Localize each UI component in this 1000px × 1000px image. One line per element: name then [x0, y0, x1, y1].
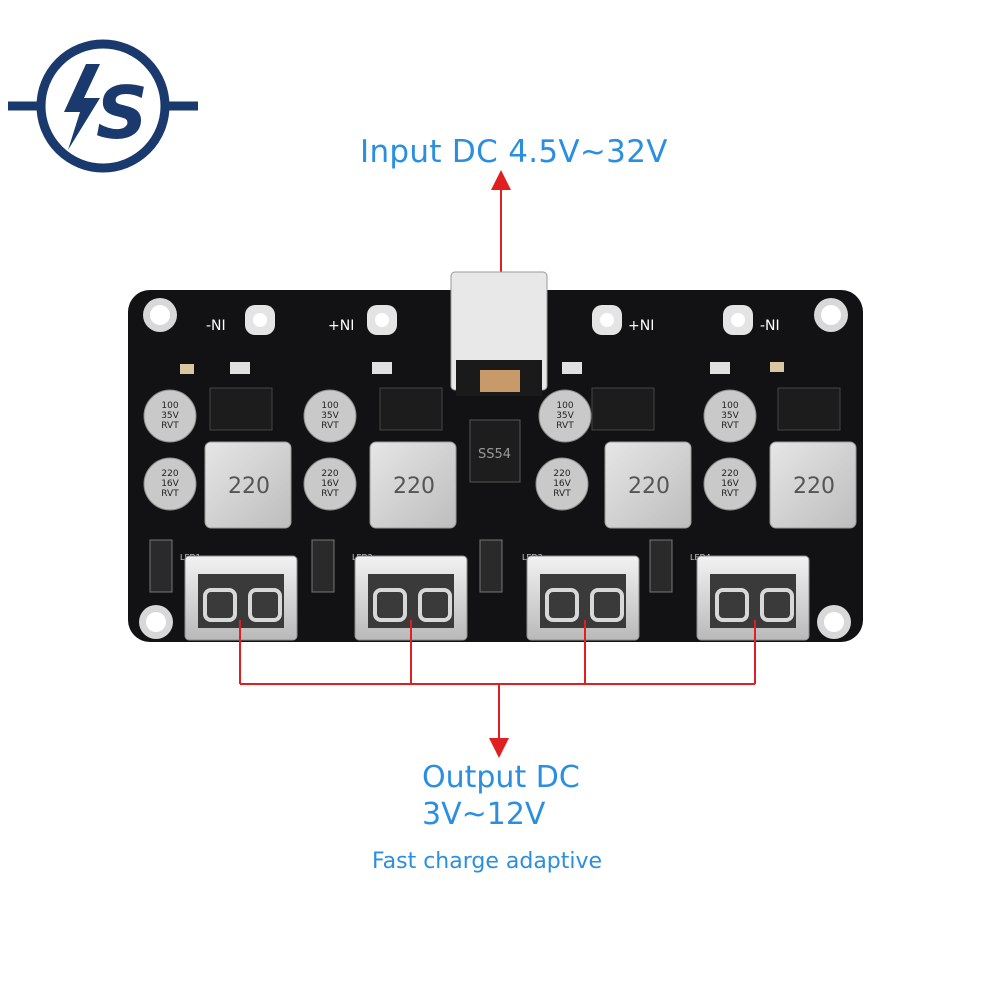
lightning-icon [64, 64, 100, 150]
usb-port-2 [354, 555, 468, 641]
pad-label-4: -NI [760, 318, 780, 334]
output-range-label: 3V~12V [422, 797, 546, 832]
usb-port-3 [526, 555, 640, 641]
channel-4: 220 LED4 [649, 362, 857, 593]
inductor-value-4: 220 [793, 474, 835, 499]
pad-label-1: -NI [206, 318, 226, 334]
inductor-value-3: 220 [628, 474, 670, 499]
output-label: Output DC [422, 760, 580, 795]
usb-port-1 [184, 555, 298, 641]
input-pads [245, 305, 753, 335]
pad-label-2: +NI [328, 318, 354, 334]
input-label: Input DC 4.5V~32V [360, 134, 668, 170]
mounting-holes [139, 298, 851, 639]
channel-1: 220 LED1 [143, 362, 292, 593]
fast-charge-label: Fast charge adaptive [372, 849, 603, 874]
usb-port-4 [696, 555, 810, 641]
inductor-value-2: 220 [393, 474, 435, 499]
brand-logo: S [8, 39, 198, 173]
channel-2: 220 LED2 [303, 362, 457, 593]
output-lines [239, 620, 756, 685]
diode-label: SS54 [478, 447, 511, 462]
diode-ss54: SS54 [469, 419, 521, 483]
pad-label-3: +NI [628, 318, 654, 334]
channel-3: 220 LED3 [479, 362, 692, 593]
inductor-value-1: 220 [228, 474, 270, 499]
logo-letter: S [96, 71, 148, 155]
